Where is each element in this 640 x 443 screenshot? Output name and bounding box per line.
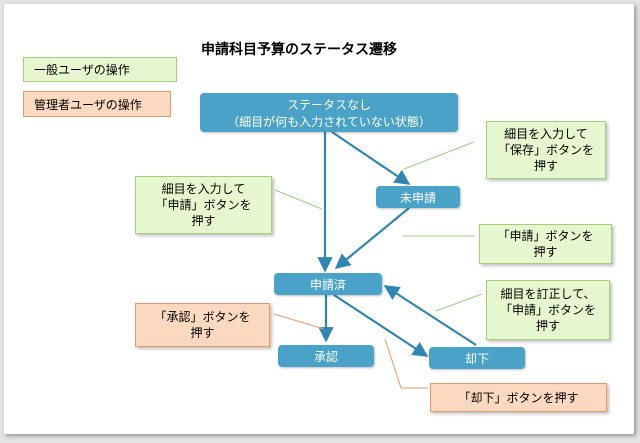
note-reapply-text: 細目を訂正して、 「申請」ボタンを 押す	[499, 287, 596, 333]
legend-user-label: 一般ユーザの操作	[34, 63, 130, 77]
note-approve-text: 「承認」ボタンを 押す	[154, 310, 251, 340]
arrow-applied-to-rejected	[333, 294, 429, 357]
note-reject-text: 「却下」ボタンを押す	[458, 390, 579, 405]
note-apply-text: 「申請」ボタンを 押す	[497, 229, 594, 259]
note-approve: 「承認」ボタンを 押す	[135, 303, 270, 347]
diagram-canvas: 申請科目予算のステータス遷移 一般ユーザの操作 管理者ユーザの操作 ステータスな…	[4, 4, 634, 434]
state-applied-label: 申請済	[309, 277, 346, 292]
state-approved-label: 承認	[313, 349, 338, 364]
callout-line-reapply	[435, 293, 483, 312]
legend-admin-label: 管理者ユーザの操作	[34, 97, 142, 112]
state-unapplied: 未申請	[376, 186, 460, 208]
state-applied: 申請済	[274, 273, 382, 295]
note-reject: 「却下」ボタンを押す	[430, 383, 607, 412]
legend-user-operation: 一般ユーザの操作	[23, 57, 177, 82]
state-none: ステータスなし （細目が何も入力されていない状態）	[200, 93, 458, 132]
note-save-text: 細目を入力して 「保存」ボタンを 押す	[497, 127, 594, 173]
state-rejected-label: 却下	[464, 351, 489, 366]
callout-line-reject	[384, 338, 428, 389]
note-apply-direct: 細目を入力して 「申請」ボタンを 押す	[135, 176, 272, 234]
state-approved: 承認	[278, 345, 374, 367]
diagram-title: 申請科目予算のステータス遷移	[201, 42, 397, 58]
arrow-none-to-unapplied	[331, 131, 411, 185]
arrow-rejected-to-applied	[383, 285, 477, 346]
state-none-title: ステータスなし	[286, 97, 371, 112]
note-reapply: 細目を訂正して、 「申請」ボタンを 押す	[486, 280, 610, 340]
note-apply-direct-text: 細目を入力して 「申請」ボタンを 押す	[155, 182, 252, 228]
state-unapplied-label: 未申請	[399, 190, 436, 205]
note-apply: 「申請」ボタンを 押す	[479, 224, 612, 264]
connector-layer	[273, 131, 483, 389]
state-none-description: （細目が何も入力されていない状態）	[227, 114, 431, 129]
callout-line-approve	[273, 313, 325, 330]
callout-line-apply-direct	[274, 189, 323, 210]
note-save: 細目を入力して 「保存」ボタンを 押す	[486, 121, 606, 179]
arrow-unapplied-to-applied	[334, 207, 410, 269]
state-rejected: 却下	[429, 347, 525, 369]
legend-admin-operation: 管理者ユーザの操作	[23, 91, 171, 117]
callout-line-save	[403, 141, 475, 170]
